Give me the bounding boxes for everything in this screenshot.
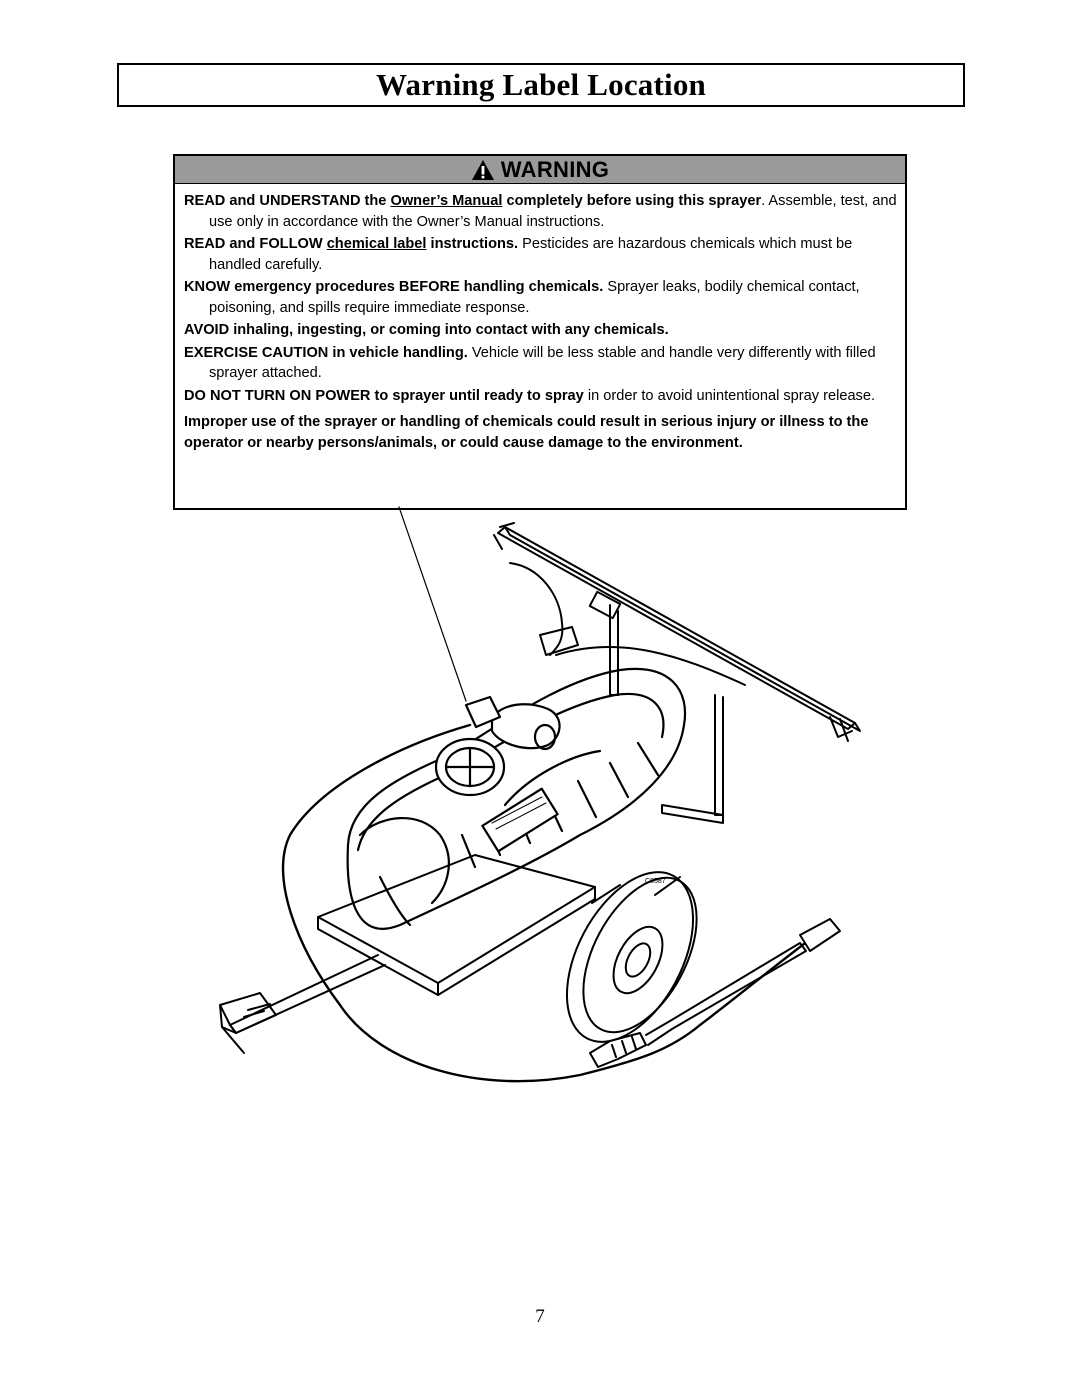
sprayer-tank [346, 667, 687, 930]
boom-hose [555, 645, 746, 686]
spray-wand [589, 918, 841, 1068]
tank-warning-label [481, 787, 559, 853]
pump [490, 703, 561, 750]
warning-final-statement: Improper use of the sprayer or handling … [184, 414, 869, 451]
warning-label: WARNING [500, 156, 610, 182]
page-number: 7 [535, 1306, 545, 1327]
warning-item: READ and FOLLOW chemical label instructi… [184, 236, 853, 273]
frame-post [609, 604, 724, 824]
warning-panel: WARNING READ and UNDERSTAND the Owner’s … [173, 154, 907, 510]
page-title: Warning Label Location [376, 67, 706, 102]
warning-item: READ and UNDERSTAND the Owner’s Manual c… [184, 193, 897, 230]
trailer-frame [219, 854, 596, 1054]
boom-arm [493, 522, 861, 742]
part-code-tag: C8587 [645, 878, 666, 885]
spray-hose [281, 723, 832, 1083]
label-leader-line [398, 506, 467, 702]
warning-item: DO NOT TURN ON POWER to sprayer until re… [184, 387, 876, 404]
warning-item: AVOID inhaling, ingesting, or coming int… [184, 322, 669, 338]
warning-body: READ and UNDERSTAND the Owner’s Manual c… [175, 184, 905, 453]
page-title-box: Warning Label Location [117, 63, 965, 107]
warning-item: KNOW emergency procedures BEFORE handlin… [184, 279, 860, 316]
warning-item: EXERCISE CAUTION in vehicle handling. Ve… [184, 344, 876, 382]
boom-hose [509, 562, 564, 656]
trailer-sprayer-illustration: C8587 [219, 506, 861, 1083]
trailer-wheel [565, 871, 698, 1043]
warning-header: WARNING [175, 156, 905, 184]
warning-triangle-icon [471, 159, 494, 180]
